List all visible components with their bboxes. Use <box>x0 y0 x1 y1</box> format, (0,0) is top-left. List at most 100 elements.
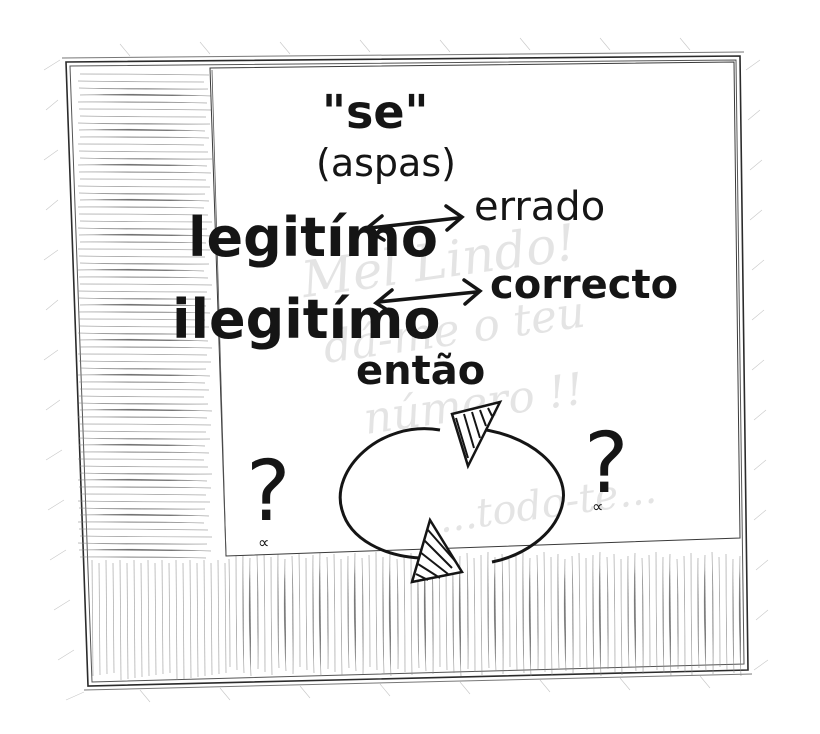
title-se: "se" <box>322 85 429 139</box>
hatch-line <box>655 551 658 671</box>
hatch-line <box>78 128 206 132</box>
hatch-line <box>235 555 238 671</box>
hatch-line <box>154 562 157 676</box>
hatch-line <box>563 558 567 672</box>
hatch-line <box>77 80 205 83</box>
hatch-line <box>333 553 336 673</box>
hatch-line <box>77 268 205 272</box>
hatch-line <box>78 381 206 384</box>
hatch-line <box>79 430 207 433</box>
hatch-line <box>182 562 185 680</box>
hatch-line <box>77 143 205 146</box>
hatch-line <box>493 556 497 672</box>
hatch-line <box>77 101 208 104</box>
hatch-line <box>77 332 205 335</box>
double-arrow-icon <box>372 278 483 316</box>
hatch-line <box>466 552 469 670</box>
hatch-line <box>78 548 212 552</box>
hatch-line <box>508 558 511 668</box>
hatch-line <box>78 423 212 426</box>
hatch-line <box>78 108 212 111</box>
hatch-line <box>78 507 206 510</box>
hatch-line <box>79 73 210 76</box>
hatch-line <box>140 562 143 678</box>
hatch-line <box>78 486 212 489</box>
hatch-line <box>79 93 213 97</box>
hatch-line <box>79 198 210 202</box>
hatch-line <box>77 248 211 251</box>
hatch-line <box>210 562 213 676</box>
hatch-line <box>78 255 206 258</box>
hatch-line <box>676 558 679 670</box>
hatch-line <box>375 551 378 671</box>
word-errado: errado <box>474 184 605 230</box>
hatch-line <box>79 493 207 496</box>
hatch-line <box>347 555 350 669</box>
left-hatching <box>77 73 213 559</box>
question-mark-left: ? <box>246 442 291 540</box>
hatch-line <box>79 157 213 160</box>
hatch-line <box>147 559 150 677</box>
hatch-line <box>536 554 539 670</box>
hatch-line <box>203 559 206 677</box>
hatch-line <box>126 562 129 680</box>
hatch-line <box>270 556 273 676</box>
hatch-line <box>396 558 399 670</box>
hatch-line <box>77 185 211 188</box>
paper-sheet <box>209 61 741 557</box>
hatch-line <box>697 557 700 669</box>
hatch-line <box>312 554 315 674</box>
hatch-line <box>690 552 693 676</box>
hatch-line <box>668 553 672 677</box>
hatch-line <box>133 559 136 679</box>
hatch-line <box>725 553 728 671</box>
hatch-line <box>79 513 210 517</box>
hatch-line <box>91 559 94 677</box>
hatch-line <box>683 555 686 673</box>
hatch-line <box>571 555 574 675</box>
hatch-line <box>78 150 209 153</box>
hatch-line <box>79 367 207 370</box>
hatch-line <box>703 554 707 672</box>
hatch-line <box>318 551 322 677</box>
hatch-line <box>77 437 211 440</box>
hatch-line <box>283 558 287 672</box>
hatch-line <box>105 559 108 675</box>
small-mark-left: ∝ <box>258 533 269 552</box>
hatch-line <box>79 283 213 286</box>
small-mark-right: ∝ <box>592 497 603 516</box>
hatch-line <box>77 478 208 482</box>
hatch-line <box>641 557 644 675</box>
hatch-line <box>77 206 205 209</box>
double-arrow-icon <box>362 204 465 242</box>
hatch-line <box>277 553 280 669</box>
hatch-line <box>458 555 462 677</box>
hatch-line <box>161 559 164 675</box>
hatch-line <box>368 554 371 668</box>
hatch-line <box>79 178 207 181</box>
hatch-line <box>224 562 227 674</box>
hatch-line <box>79 262 210 265</box>
hatch-line <box>168 562 171 674</box>
hatch-line <box>79 556 207 559</box>
hatch-line <box>633 552 637 672</box>
question-mark-right: ? <box>584 414 629 512</box>
hatch-line <box>78 465 209 468</box>
hatch-line <box>388 553 392 677</box>
hatch-line <box>606 556 609 670</box>
hatch-line <box>326 556 329 670</box>
hatch-line <box>119 559 122 681</box>
hatch-line <box>77 353 208 356</box>
hatch-line <box>522 552 525 674</box>
hatch-line <box>353 552 357 672</box>
hatch-line <box>77 290 208 293</box>
hatch-line <box>78 528 209 531</box>
hatch-line <box>77 395 205 398</box>
hatch-line <box>79 451 210 454</box>
hatch-line <box>78 87 209 90</box>
hatch-line <box>305 557 308 671</box>
hatch-line <box>79 115 207 118</box>
hatch-line <box>189 559 192 679</box>
frame-shading <box>43 37 769 703</box>
